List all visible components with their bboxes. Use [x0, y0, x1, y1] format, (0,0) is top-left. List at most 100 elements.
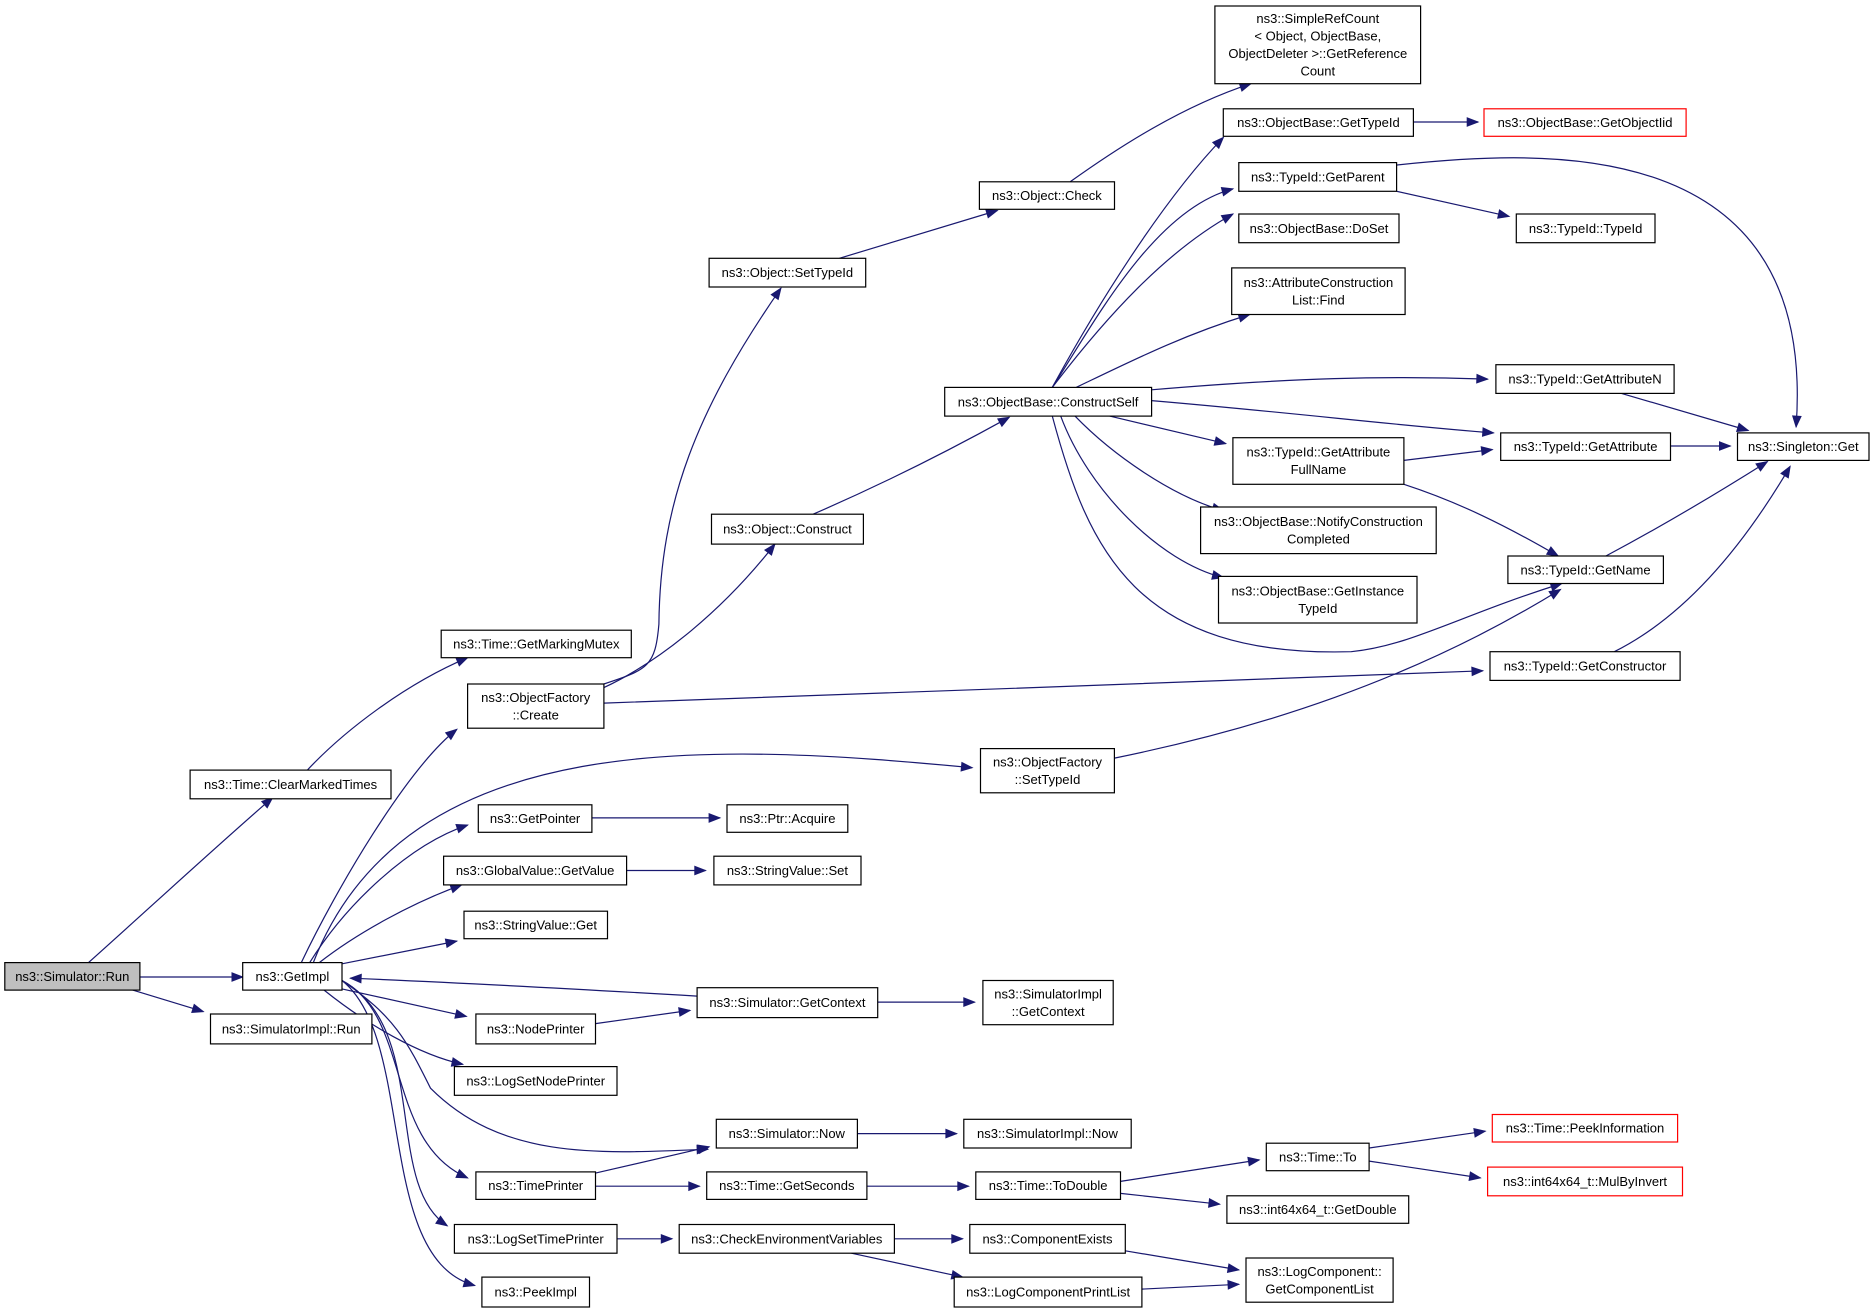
node-tgs[interactable]: ns3::Time::GetSeconds [706, 1171, 868, 1201]
node-lcgcl[interactable]: ns3::LogComponent::GetComponentList [1245, 1257, 1394, 1303]
node-impl[interactable]: ns3::GetImpl [242, 961, 343, 991]
node-label: Count [1300, 64, 1335, 79]
node-obds[interactable]: ns3::ObjectBase::DoSet [1238, 213, 1400, 244]
node-obgt[interactable]: ns3::ObjectBase::GetTypeId [1222, 108, 1415, 137]
node-sgc[interactable]: ns3::Simulator::GetContext [696, 987, 879, 1019]
arrowhead [764, 543, 776, 556]
edge-line [318, 884, 462, 964]
node-label: ns3::Time::PeekInformation [1506, 1121, 1664, 1136]
node-obnc[interactable]: ns3::ObjectBase::NotifyConstructionCompl… [1199, 506, 1437, 555]
edge-impl-to-ofst [312, 753, 974, 963]
node-ttd[interactable]: ns3::Time::ToDouble [975, 1171, 1122, 1201]
node-ochk[interactable]: ns3::Object::Check [978, 181, 1116, 210]
edge-line [1114, 588, 1561, 759]
node-box [453, 1223, 618, 1254]
node-tigan[interactable]: ns3::TypeId::GetAttributeN [1495, 364, 1675, 395]
node-oc[interactable]: ns3::Object::Construct [710, 513, 864, 545]
node-tigc[interactable]: ns3::TypeId::GetConstructor [1489, 651, 1681, 682]
node-run[interactable]: ns3::Simulator::Run [4, 961, 141, 991]
node-svg[interactable]: ns3::StringValue::Get [463, 910, 609, 940]
edge-ofc-to-oc [603, 543, 776, 689]
arrowhead [963, 997, 976, 1008]
node-lcpl[interactable]: ns3::LogComponentPrintList [953, 1276, 1143, 1308]
edge-line [595, 1146, 710, 1174]
node-tiga[interactable]: ns3::TypeId::GetAttribute [1500, 432, 1672, 461]
node-ce[interactable]: ns3::ComponentExists [969, 1223, 1126, 1254]
node-lsnp[interactable]: ns3::LogSetNodePrinter [453, 1065, 618, 1096]
node-tpi[interactable]: ns3::Time::PeekInformation [1491, 1113, 1679, 1143]
edge-tigc-to-sg [1614, 465, 1791, 653]
node-sn[interactable]: ns3::Simulator::Now [715, 1118, 858, 1149]
edge-line [1074, 415, 1224, 512]
edge-run-to-clr [88, 796, 274, 964]
arrowhead [957, 1181, 970, 1192]
arrowhead [1476, 373, 1489, 384]
arrowhead [191, 1003, 205, 1014]
node-mbi[interactable]: ns3::int64x64_t::MulByInvert [1486, 1166, 1684, 1197]
edge-line [341, 979, 448, 1227]
node-sg[interactable]: ns3::Singleton::Get [1736, 432, 1870, 461]
node-lstp[interactable]: ns3::LogSetTimePrinter [453, 1223, 618, 1254]
node-label: ns3::Simulator::GetContext [709, 995, 865, 1010]
node-label: ::GetContext [1012, 1004, 1085, 1019]
node-gp[interactable]: ns3::GetPointer [477, 804, 593, 833]
arrowhead [455, 1168, 469, 1179]
node-svs[interactable]: ns3::StringValue::Set [713, 855, 862, 886]
edge-obcs-to-acl [1075, 313, 1251, 388]
node-label: ns3::AttributeConstruction [1244, 275, 1394, 290]
node-obgoi[interactable]: ns3::ObjectBase::GetObjectIid [1483, 108, 1687, 137]
node-simrun[interactable]: ns3::SimulatorImpl::Run [209, 1013, 373, 1045]
node-pi[interactable]: ns3::PeekImpl [481, 1276, 591, 1308]
node-box [4, 961, 141, 991]
node-box [475, 1013, 597, 1045]
arrowhead [1468, 1171, 1482, 1182]
node-obcs[interactable]: ns3::ObjectBase::ConstructSelf [944, 386, 1153, 417]
node-ofst[interactable]: ns3::ObjectFactory::SetTypeId [979, 747, 1115, 794]
node-src[interactable]: ns3::SimpleRefCount< Object, ObjectBase,… [1214, 5, 1422, 85]
node-tigp[interactable]: ns3::TypeId::GetParent [1238, 162, 1398, 192]
node-tp[interactable]: ns3::TimePrinter [475, 1171, 597, 1201]
node-box [1491, 1113, 1679, 1143]
arrowhead [231, 972, 245, 982]
node-tto[interactable]: ns3::Time::To [1265, 1142, 1370, 1172]
edge-tigp-to-titi [1396, 190, 1511, 219]
node-label: ns3::Time::To [1279, 1149, 1357, 1164]
edge-line [341, 979, 468, 1179]
node-label: ns3::TypeId::GetParent [1251, 170, 1385, 185]
edge-line [306, 657, 468, 771]
node-i64gd[interactable]: ns3::int64x64_t::GetDouble [1226, 1195, 1410, 1224]
node-box [710, 513, 864, 545]
edge-tign-to-sg [1605, 460, 1769, 557]
node-label: ns3::ObjectFactory [481, 690, 591, 705]
edge-line [1605, 461, 1768, 557]
node-box [1495, 364, 1675, 395]
node-sigc[interactable]: ns3::SimulatorImpl::GetContext [982, 979, 1114, 1026]
node-ofc[interactable]: ns3::ObjectFactory::Create [467, 683, 605, 729]
node-label: ns3::Object::Check [992, 188, 1102, 203]
node-sin[interactable]: ns3::SimulatorImpl::Now [963, 1118, 1132, 1149]
node-ost[interactable]: ns3::Object::SetTypeId [708, 257, 867, 288]
node-label: ns3::SimulatorImpl [994, 986, 1102, 1001]
node-label: ns3::ObjectBase::NotifyConstruction [1214, 514, 1423, 529]
node-pa[interactable]: ns3::Ptr::Acquire [726, 804, 849, 833]
node-cev[interactable]: ns3::CheckEnvironmentVariables [678, 1223, 896, 1254]
edge-clr-to-gmm [306, 657, 469, 771]
edge-line [1051, 188, 1234, 388]
node-box [726, 804, 849, 833]
arrowhead [960, 761, 974, 772]
node-box [1265, 1142, 1370, 1172]
node-clr[interactable]: ns3::Time::ClearMarkedTimes [189, 769, 392, 800]
edge-impl-to-lsnp [323, 989, 465, 1067]
node-label: ns3::Time::ClearMarkedTimes [204, 777, 378, 792]
node-gvg[interactable]: ns3::GlobalValue::GetValue [443, 855, 628, 886]
node-tign[interactable]: ns3::TypeId::GetName [1507, 555, 1665, 585]
edge-obcs-to-obnc [1074, 415, 1225, 513]
node-box [982, 979, 1114, 1026]
node-box [1214, 5, 1422, 85]
node-gmm[interactable]: ns3::Time::GetMarkingMutex [440, 629, 632, 659]
node-titi[interactable]: ns3::TypeId::TypeId [1515, 213, 1656, 244]
node-np[interactable]: ns3::NodePrinter [475, 1013, 597, 1045]
